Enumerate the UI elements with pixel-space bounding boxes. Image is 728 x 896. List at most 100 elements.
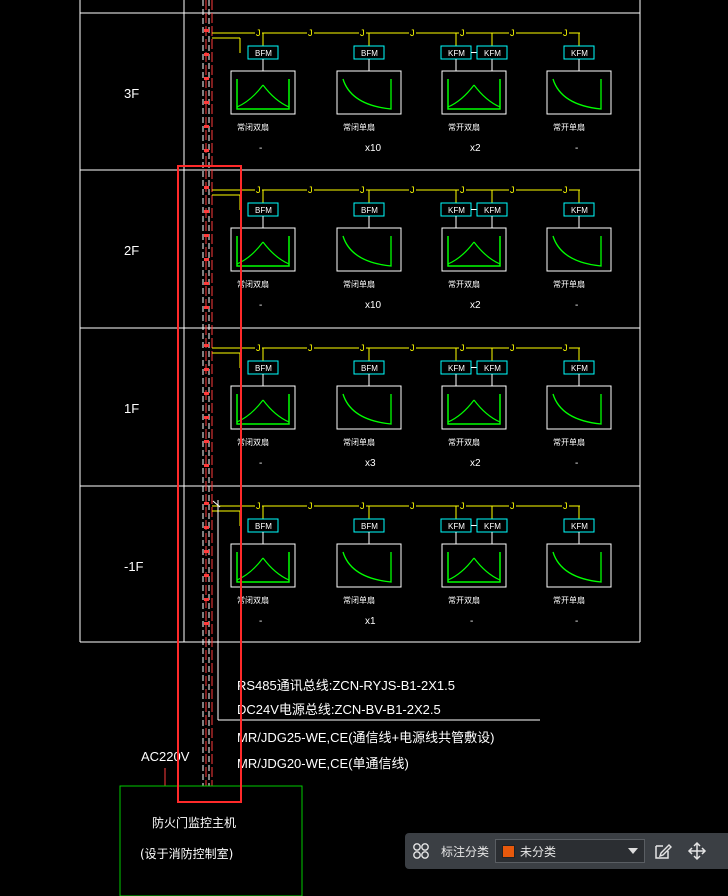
annotation-category-label: 标注分类 — [441, 844, 490, 859]
junction-gap — [459, 184, 466, 194]
door-swing-arc — [447, 399, 475, 423]
module-tag: KFM — [484, 206, 501, 215]
junction-gap — [459, 27, 466, 37]
door-count: x3 — [365, 458, 376, 469]
annotation-toolbar: 标注分类 未分类 — [405, 833, 728, 869]
door-swing-arc — [473, 557, 501, 581]
module-tag: KFM — [571, 522, 588, 531]
edit-icon[interactable] — [647, 833, 679, 869]
door-device[interactable]: BFM 常闭单扇 x10 — [336, 190, 402, 311]
junction-gap — [562, 342, 569, 352]
move-icon[interactable] — [681, 833, 713, 869]
riser-tick — [204, 550, 209, 553]
junction-gap — [255, 342, 262, 352]
module-tag: KFM — [571, 49, 588, 58]
riser-tick — [204, 440, 209, 443]
door-swing-arc — [552, 551, 602, 583]
note-rs485: RS485通讯总线:ZCN-RYJS-B1-2X1.5 — [237, 678, 455, 693]
module-tag: BFM — [361, 206, 378, 215]
cursor-mark — [212, 500, 221, 508]
junction-label: J — [256, 501, 261, 511]
door-symbol-box — [230, 543, 296, 588]
annotation-category-select[interactable]: 未分类 — [495, 839, 646, 863]
module-tag: BFM — [361, 49, 378, 58]
module-tag: BFM — [255, 206, 272, 215]
door-count: x10 — [365, 143, 382, 154]
junction-gap — [307, 27, 314, 37]
door-type-label: 常开双扇 — [448, 595, 480, 605]
door-symbol-box — [230, 385, 296, 430]
door-swing-arc — [552, 393, 602, 425]
module-tag: KFM — [448, 522, 465, 531]
door-type-label: 常闭单扇 — [343, 279, 375, 289]
riser-tick — [204, 306, 209, 309]
door-type-label: 常开单扇 — [553, 437, 585, 447]
door-type-label: 常闭双扇 — [237, 595, 269, 605]
door-symbol-box — [441, 385, 507, 430]
riser-tick — [204, 53, 209, 56]
door-count: - — [259, 143, 262, 154]
junction-gap — [359, 27, 366, 37]
door-count: x10 — [365, 300, 382, 311]
module-tag: KFM — [448, 206, 465, 215]
junction-gap — [459, 500, 466, 510]
door-type-label: 常闭双扇 — [237, 279, 269, 289]
door-swing-arc — [552, 235, 602, 267]
note-conduit-jdg25: MR/JDG25-WE,CE(通信线+电源线共管敷设) — [237, 730, 494, 745]
riser-tick — [204, 125, 209, 128]
junction-gap — [509, 27, 516, 37]
riser-tick — [204, 149, 209, 152]
module-tag: KFM — [484, 522, 501, 531]
riser-tick — [204, 101, 209, 104]
door-count: x1 — [365, 616, 376, 627]
junction-label: J — [410, 343, 415, 353]
junction-gap — [509, 184, 516, 194]
riser-tick — [204, 258, 209, 261]
junction-gap — [562, 500, 569, 510]
door-leaf-outline — [447, 394, 501, 425]
junction-gap — [255, 500, 262, 510]
door-symbol-box — [336, 227, 402, 272]
door-swing-arc — [552, 78, 602, 110]
floor-label: 1F — [124, 401, 139, 416]
door-leaf-outline — [236, 394, 290, 425]
door-swing-arc — [447, 557, 475, 581]
door-leaf-outline — [236, 79, 290, 110]
door-leaf-outline — [236, 236, 290, 267]
door-symbol-box — [336, 543, 402, 588]
module-tag: KFM — [571, 364, 588, 373]
junction-label: J — [563, 28, 568, 38]
door-swing-arc — [342, 78, 392, 110]
door-type-label: 常开双扇 — [448, 279, 480, 289]
junction-label: J — [410, 185, 415, 195]
module-tag: KFM — [571, 206, 588, 215]
host-box[interactable] — [119, 785, 303, 896]
floor-label: -1F — [124, 559, 144, 574]
junction-label: J — [308, 185, 313, 195]
category-color-swatch — [502, 844, 516, 858]
riser-tick — [204, 344, 209, 347]
riser-tick — [204, 210, 209, 213]
door-swing-arc — [342, 235, 392, 267]
grid-icon[interactable] — [405, 833, 437, 869]
junction-gap — [409, 184, 416, 194]
selection-rectangle[interactable] — [177, 165, 242, 803]
